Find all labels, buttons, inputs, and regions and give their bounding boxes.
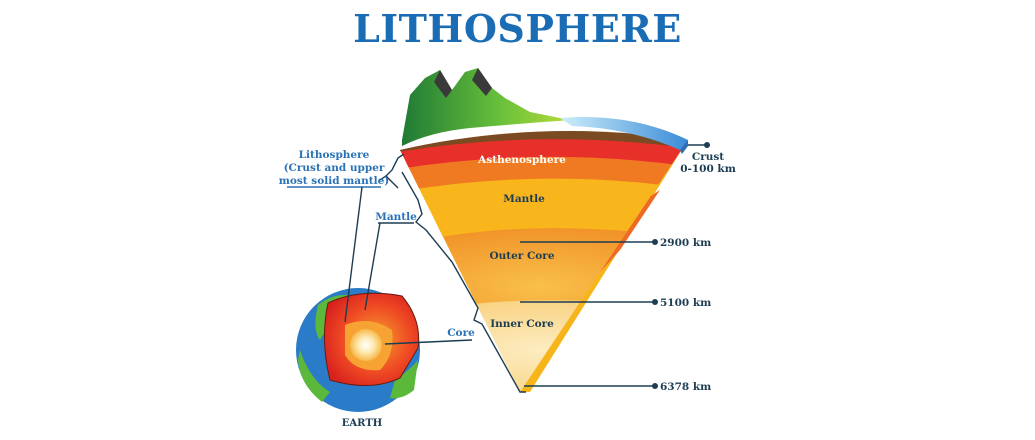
depth-5100-label: 5100 km [660, 297, 711, 309]
inner-core-label: Inner Core [490, 318, 554, 330]
lithosphere-label-line2: (Crust and upper [284, 162, 385, 174]
ocean [560, 116, 688, 150]
lithosphere-label-line1: Lithosphere [299, 149, 370, 161]
earth-label: EARTH [342, 418, 382, 429]
asthenosphere-label: Asthenosphere [477, 154, 566, 166]
outer-core-label: Outer Core [489, 250, 554, 262]
depth-2900-label: 2900 km [660, 237, 711, 249]
mantle-side-label: Mantle [375, 211, 417, 223]
core-side-label: Core [447, 327, 475, 339]
leader-dots [652, 142, 710, 389]
mantle-label: Mantle [503, 193, 545, 205]
lithosphere-label-line3: most solid mantle) [279, 175, 389, 187]
depth-6378-label: 6378 km [660, 381, 711, 393]
page-title: LITHOSPHERE [353, 6, 682, 51]
earth-globe [296, 288, 420, 412]
earth-cross-section [400, 68, 688, 392]
leader-lines [287, 144, 705, 393]
crust-label-line2: 0-100 km [680, 163, 736, 175]
crust-label-line1: Crust [692, 151, 724, 163]
